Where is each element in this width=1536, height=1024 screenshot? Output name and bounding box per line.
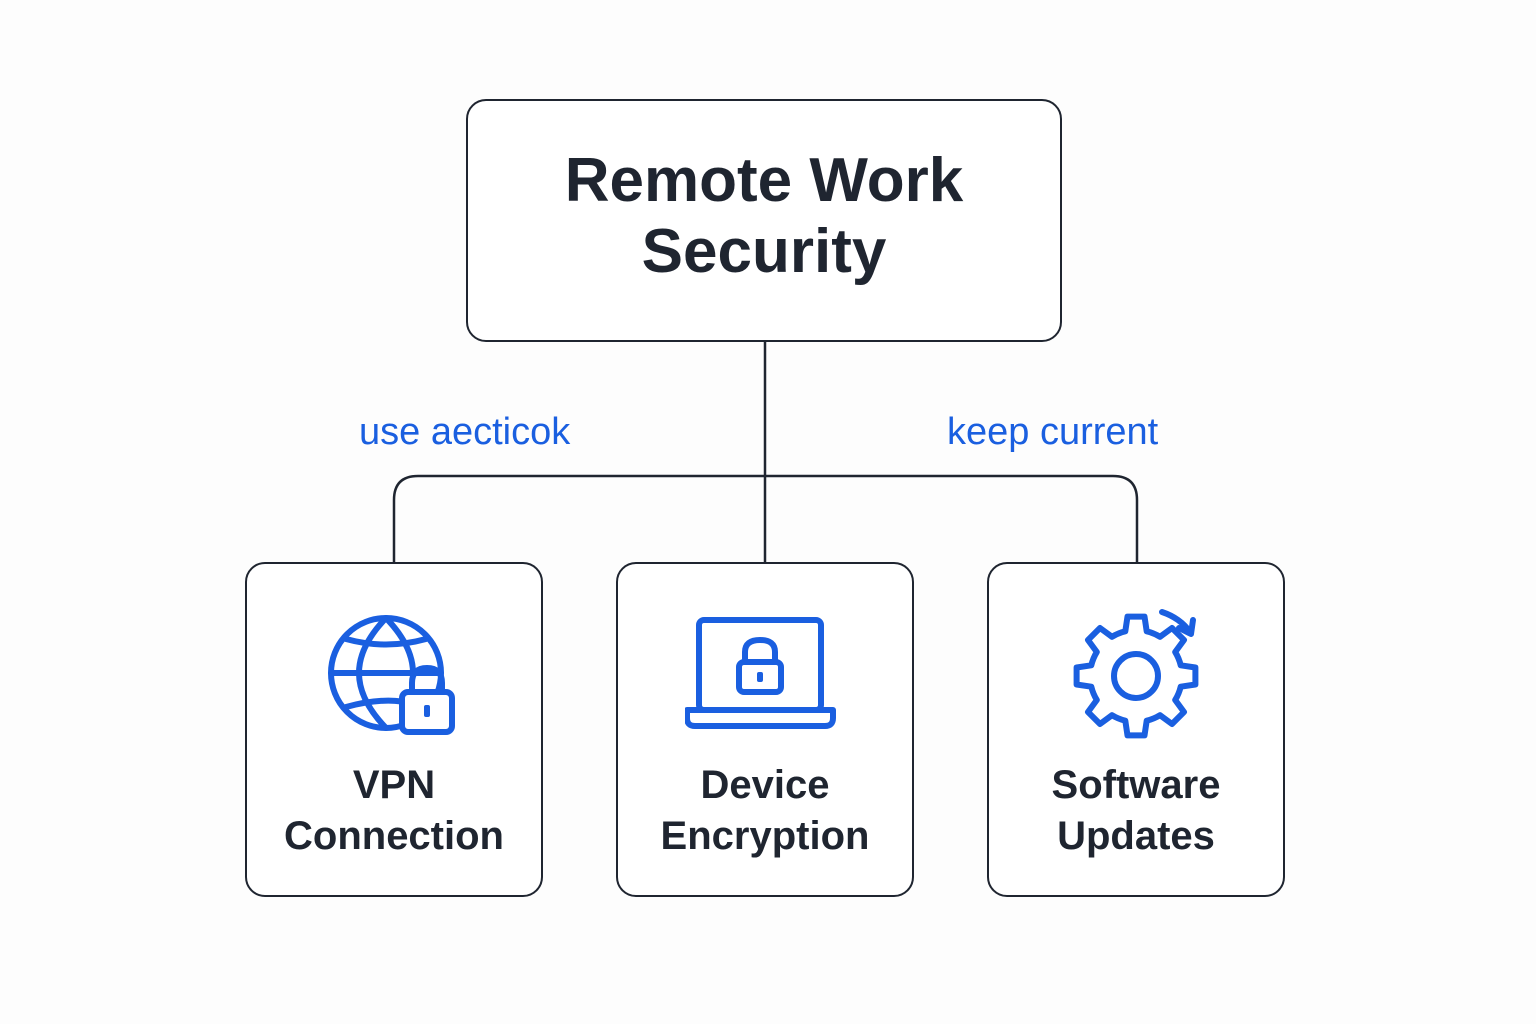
edge-label-right: keep current <box>947 411 1159 453</box>
child-label-device-encryption: Device Encryption <box>660 763 870 858</box>
child-node-device-encryption: Device Encryption <box>616 562 914 897</box>
branch-right-line <box>765 474 1139 562</box>
laptop-lock-icon <box>685 617 836 729</box>
branch-left-line <box>392 474 765 562</box>
globe-lock-icon <box>328 615 455 735</box>
root-node: Remote Work Security <box>466 99 1062 342</box>
edge-label-left: use aecticok <box>359 411 571 453</box>
root-title: Remote Work Security <box>564 145 964 286</box>
child-node-software-updates: Software Updates <box>987 562 1285 897</box>
gear-refresh-icon <box>1073 609 1199 739</box>
child-node-vpn: VPN Connection <box>245 562 543 897</box>
child-label-vpn: VPN Connection <box>284 763 504 858</box>
child-label-software-updates: Software Updates <box>1051 763 1221 858</box>
